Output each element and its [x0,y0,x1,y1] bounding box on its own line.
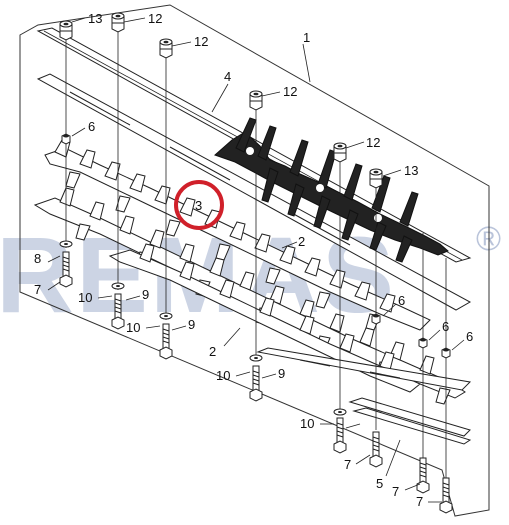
callout-12-b: 12 [194,34,208,49]
callout-10-a: 10 [78,290,92,305]
cutting-blade-part-2-lower [108,243,421,393]
callout-12-c: 12 [283,84,297,99]
nut-12-b [159,38,173,59]
callout-12-a: 12 [148,11,162,26]
spacer-6-b [371,313,381,325]
nut-13-right [369,168,383,189]
callout-2-upper: 2 [298,234,305,249]
callout-12-d: 12 [366,135,380,150]
callout-1: 1 [303,30,310,45]
nut-12-a [111,12,125,33]
highlight-circle [174,180,224,230]
bottom-plate-part-5 [348,397,472,445]
spacer-6-c [418,337,428,349]
bolt-7-d [439,477,453,514]
callout-2-lower: 2 [209,344,216,359]
washer-10-c [249,354,263,362]
lower-guide-bar [256,347,472,391]
callout-6-b: 6 [398,293,405,308]
cutting-blade-upper [214,117,449,263]
callout-6-c: 6 [442,319,449,334]
callout-7-d: 7 [416,494,423,509]
fastener-axes [65,30,447,478]
callout-9-b: 9 [188,317,195,332]
callout-13-right: 13 [404,163,418,178]
nut-12-c [249,90,263,111]
callout-13-left: 13 [88,11,102,26]
callout-8: 8 [34,251,41,266]
callout-3: 3 [195,198,202,213]
callout-10-c: 10 [216,368,230,383]
callout-9-a: 9 [142,287,149,302]
bolt-9-d [333,417,347,454]
callout-10-d: 10 [300,416,314,431]
nut-12-d [333,142,347,163]
spacer-6-a [61,133,71,145]
washer-10-a [111,282,125,290]
spacer-6-d [441,347,451,359]
callout-7-a: 7 [34,282,41,297]
washer-10-d [333,408,347,416]
bolt-9-c [249,365,263,402]
washer-8 [59,240,73,248]
nut-13-left [59,20,73,41]
washer-10-b [159,312,173,320]
bolt-7-b [369,431,383,468]
callout-6-d: 6 [466,329,473,344]
leader-lines [47,17,465,503]
callout-6-a: 6 [88,119,95,134]
guide-plate-part-4 [36,73,472,311]
callout-9-c: 9 [278,366,285,381]
assembly-frame [19,4,490,517]
callout-7-c: 7 [392,484,399,499]
callout-5: 5 [376,476,383,491]
callout-4: 4 [224,69,231,84]
callout-10-b: 10 [126,320,140,335]
callout-7-b: 7 [344,457,351,472]
